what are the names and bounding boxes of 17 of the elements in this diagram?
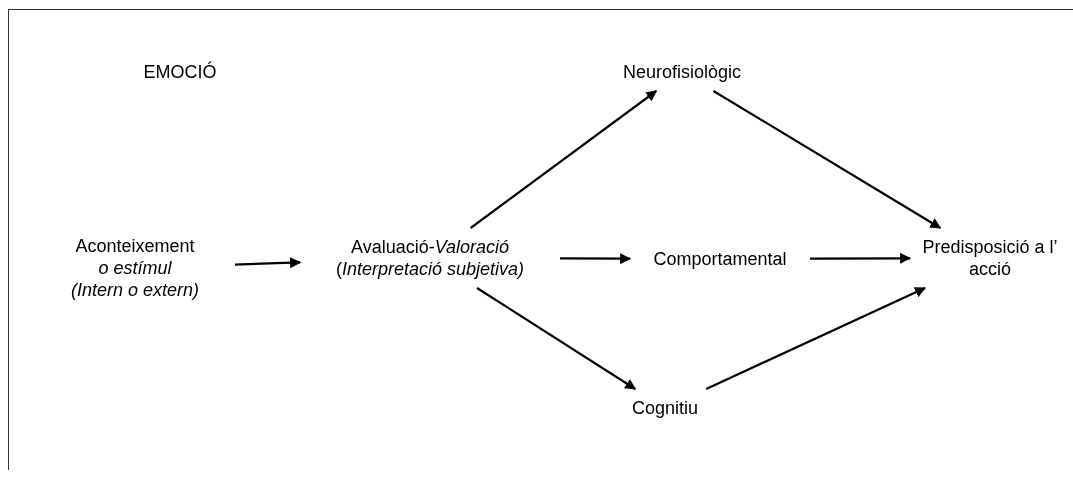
node-text: Aconteixement bbox=[74, 235, 196, 257]
arrow bbox=[470, 90, 658, 229]
arrow bbox=[712, 90, 942, 229]
node-text: Comportamental bbox=[652, 248, 788, 270]
node-text: Avaluació-Valoració bbox=[349, 236, 511, 258]
node-text: Neurofisiològic bbox=[621, 61, 743, 83]
node-text: (Intern o extern) bbox=[69, 279, 201, 301]
arrow bbox=[476, 287, 637, 390]
node-text: o estímul bbox=[97, 257, 173, 279]
diagram-heading: EMOCIÓ bbox=[143, 61, 217, 83]
arrow bbox=[705, 287, 926, 390]
arrow bbox=[234, 257, 302, 269]
node-text: (Interpretació subjetiva) bbox=[334, 258, 526, 280]
node-text: Predisposició a l’ acció bbox=[921, 236, 1059, 280]
node-text: Cognitiu bbox=[630, 397, 699, 419]
arrow bbox=[810, 252, 912, 264]
arrow bbox=[560, 253, 632, 265]
